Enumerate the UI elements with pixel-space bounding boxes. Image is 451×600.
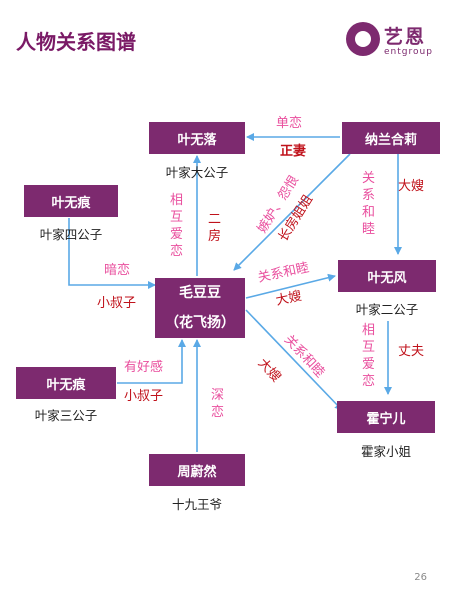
label-da-sao-1: 大嫂 bbox=[398, 179, 425, 194]
role-huo-ninger: 霍家小姐 bbox=[360, 444, 411, 459]
edge-mao-to-huo bbox=[245, 309, 343, 411]
node-mao-doudou[interactable]: 毛豆豆 （花飞扬） bbox=[155, 278, 245, 338]
mao-alias: （花飞扬） bbox=[165, 315, 235, 331]
edge-yewuhen-left-to-mao bbox=[68, 218, 156, 289]
edge-mao-to-yewufeng bbox=[245, 273, 336, 299]
label-xiao-shuzi-2: 小叔子 bbox=[124, 389, 164, 404]
node-nalan-heli[interactable]: 纳兰合莉 bbox=[342, 122, 440, 154]
label-you-haogan: 有好感 bbox=[124, 360, 164, 375]
logo-name: 艺恩 bbox=[384, 26, 427, 48]
page-number: 26 bbox=[414, 572, 427, 583]
node-ye-wuhen-low[interactable]: 叶无痕 bbox=[16, 367, 116, 399]
node-ye-wuhen-left[interactable]: 叶无痕 bbox=[24, 185, 118, 217]
entgroup-logo: 艺恩 entgroup bbox=[346, 20, 442, 62]
logo-sub: entgroup bbox=[384, 47, 433, 57]
edge-yewuhen-low-to-mao bbox=[117, 339, 186, 384]
label-xianghu-ailian-1: 相互爱恋 bbox=[170, 193, 184, 259]
role-ye-wufeng: 叶家二公子 bbox=[355, 302, 419, 317]
label-zheng-qi: 正妻 bbox=[280, 144, 307, 159]
node-ye-wuluo[interactable]: 叶无落 bbox=[149, 122, 245, 154]
edge-nalan-to-mao bbox=[233, 153, 351, 271]
role-ye-wuhen-left: 叶家四公子 bbox=[39, 227, 103, 242]
label-shen-lian: 深恋 bbox=[211, 388, 225, 420]
role-ye-wuhen-low: 叶家三公子 bbox=[34, 408, 98, 423]
label-er-fang: 二房 bbox=[208, 212, 222, 244]
role-ye-wuluo: 叶家大公子 bbox=[165, 165, 229, 180]
role-zhou-weiran: 十九王爷 bbox=[171, 497, 222, 512]
page-title: 人物关系图谱 bbox=[16, 30, 136, 54]
label-zhang-fu: 丈夫 bbox=[398, 344, 425, 359]
label-dan-lian: 单恋 bbox=[276, 116, 303, 131]
node-huo-ninger[interactable]: 霍宁儿 bbox=[337, 401, 435, 433]
node-ye-wufeng[interactable]: 叶无风 bbox=[338, 260, 436, 292]
node-zhou-weiran[interactable]: 周蔚然 bbox=[149, 454, 245, 486]
label-xiao-shuzi-1: 小叔子 bbox=[97, 296, 137, 311]
label-guanxi-hemu-1: 关系和睦 bbox=[362, 171, 376, 237]
logo-e-icon bbox=[346, 22, 380, 56]
label-xianghu-ailian-2: 相互爱恋 bbox=[362, 323, 376, 389]
mao-name: 毛豆豆 bbox=[179, 285, 221, 301]
label-an-lian: 暗恋 bbox=[104, 263, 131, 278]
